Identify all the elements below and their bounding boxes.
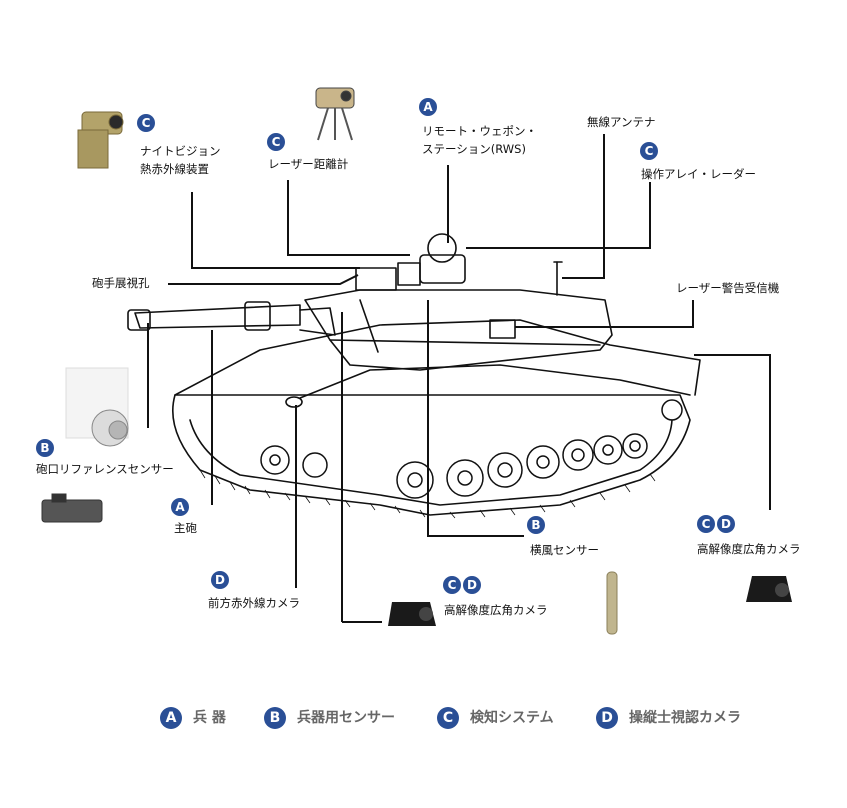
laser-rangefinder-device <box>315 87 355 141</box>
label-gunner-sight: 砲手展視孔 <box>92 276 150 290</box>
muzzle-sensor-device <box>65 367 129 447</box>
badge-rws: A <box>419 98 437 116</box>
label-main-gun: 主砲 <box>174 521 197 535</box>
badge-night-vision: C <box>137 114 155 132</box>
label-hd-camera-center: 高解像度広角カメラ <box>444 603 548 617</box>
badge-hd-center-d: D <box>463 576 481 594</box>
badge-hd-right-d: D <box>717 515 735 533</box>
line-hd-camera-center <box>341 312 382 623</box>
badge-hd-center-c: C <box>443 576 461 594</box>
badge-hd-right-c: C <box>697 515 715 533</box>
hd-camera-right-device <box>746 576 792 602</box>
legend-text-d: 操縦士視認カメラ <box>629 710 741 726</box>
line-laser-rangefinder <box>287 180 410 256</box>
label-night-vision-1: ナイトビジョン <box>140 144 221 158</box>
label-rws-1: リモート・ウェポン・ <box>422 124 537 138</box>
line-laser-warning <box>515 300 694 328</box>
crosswind-sensor-device <box>606 571 618 635</box>
legend-text-c: 検知システム <box>470 710 554 726</box>
line-gunner-sight <box>168 274 359 285</box>
legend-text-b: 兵器用センサー <box>297 710 395 726</box>
label-radio-antenna: 無線アンテナ <box>587 115 656 129</box>
badge-array-radar: C <box>640 142 658 160</box>
label-night-vision-2: 熱赤外線装置 <box>140 162 209 176</box>
label-muzzle-sensor: 砲口リファレンスセンサー <box>36 462 174 476</box>
line-array-radar <box>466 182 651 249</box>
label-hd-camera-right: 高解像度広角カメラ <box>697 542 801 556</box>
legend-badge-a: A <box>160 707 182 729</box>
label-laser-rangefinder: レーザー距離計 <box>268 157 349 171</box>
label-laser-warning: レーザー警告受信機 <box>676 281 780 295</box>
label-front-ir-camera: 前方赤外線カメラ <box>208 596 300 610</box>
line-radio-antenna <box>562 134 605 279</box>
night-vision-device <box>77 111 124 169</box>
label-array-radar: 操作アレイ・レーダー <box>641 167 756 181</box>
hd-camera-center-device <box>388 602 436 626</box>
label-crosswind-sensor: 横風センサー <box>530 543 599 557</box>
legend-badge-b: B <box>264 707 286 729</box>
legend-badge-d: D <box>596 707 618 729</box>
legend-text-a: 兵 器 <box>193 710 226 726</box>
badge-main-gun: A <box>171 498 189 516</box>
leader-lines <box>147 134 771 623</box>
muzzle-sensor-photo <box>41 493 103 523</box>
road-wheels <box>260 399 683 499</box>
line-crosswind-sensor <box>427 300 524 537</box>
tank-outline <box>127 233 701 516</box>
badge-laser-rangefinder: C <box>267 133 285 151</box>
label-rws-2: ステーション(RWS) <box>422 142 526 156</box>
line-hd-camera-right <box>694 354 771 510</box>
track-texture <box>199 469 656 519</box>
badge-muzzle-sensor: B <box>36 439 54 457</box>
legend-badge-c: C <box>437 707 459 729</box>
line-night-vision <box>191 192 360 269</box>
badge-front-ir-camera: D <box>211 571 229 589</box>
badge-crosswind-sensor: B <box>527 516 545 534</box>
